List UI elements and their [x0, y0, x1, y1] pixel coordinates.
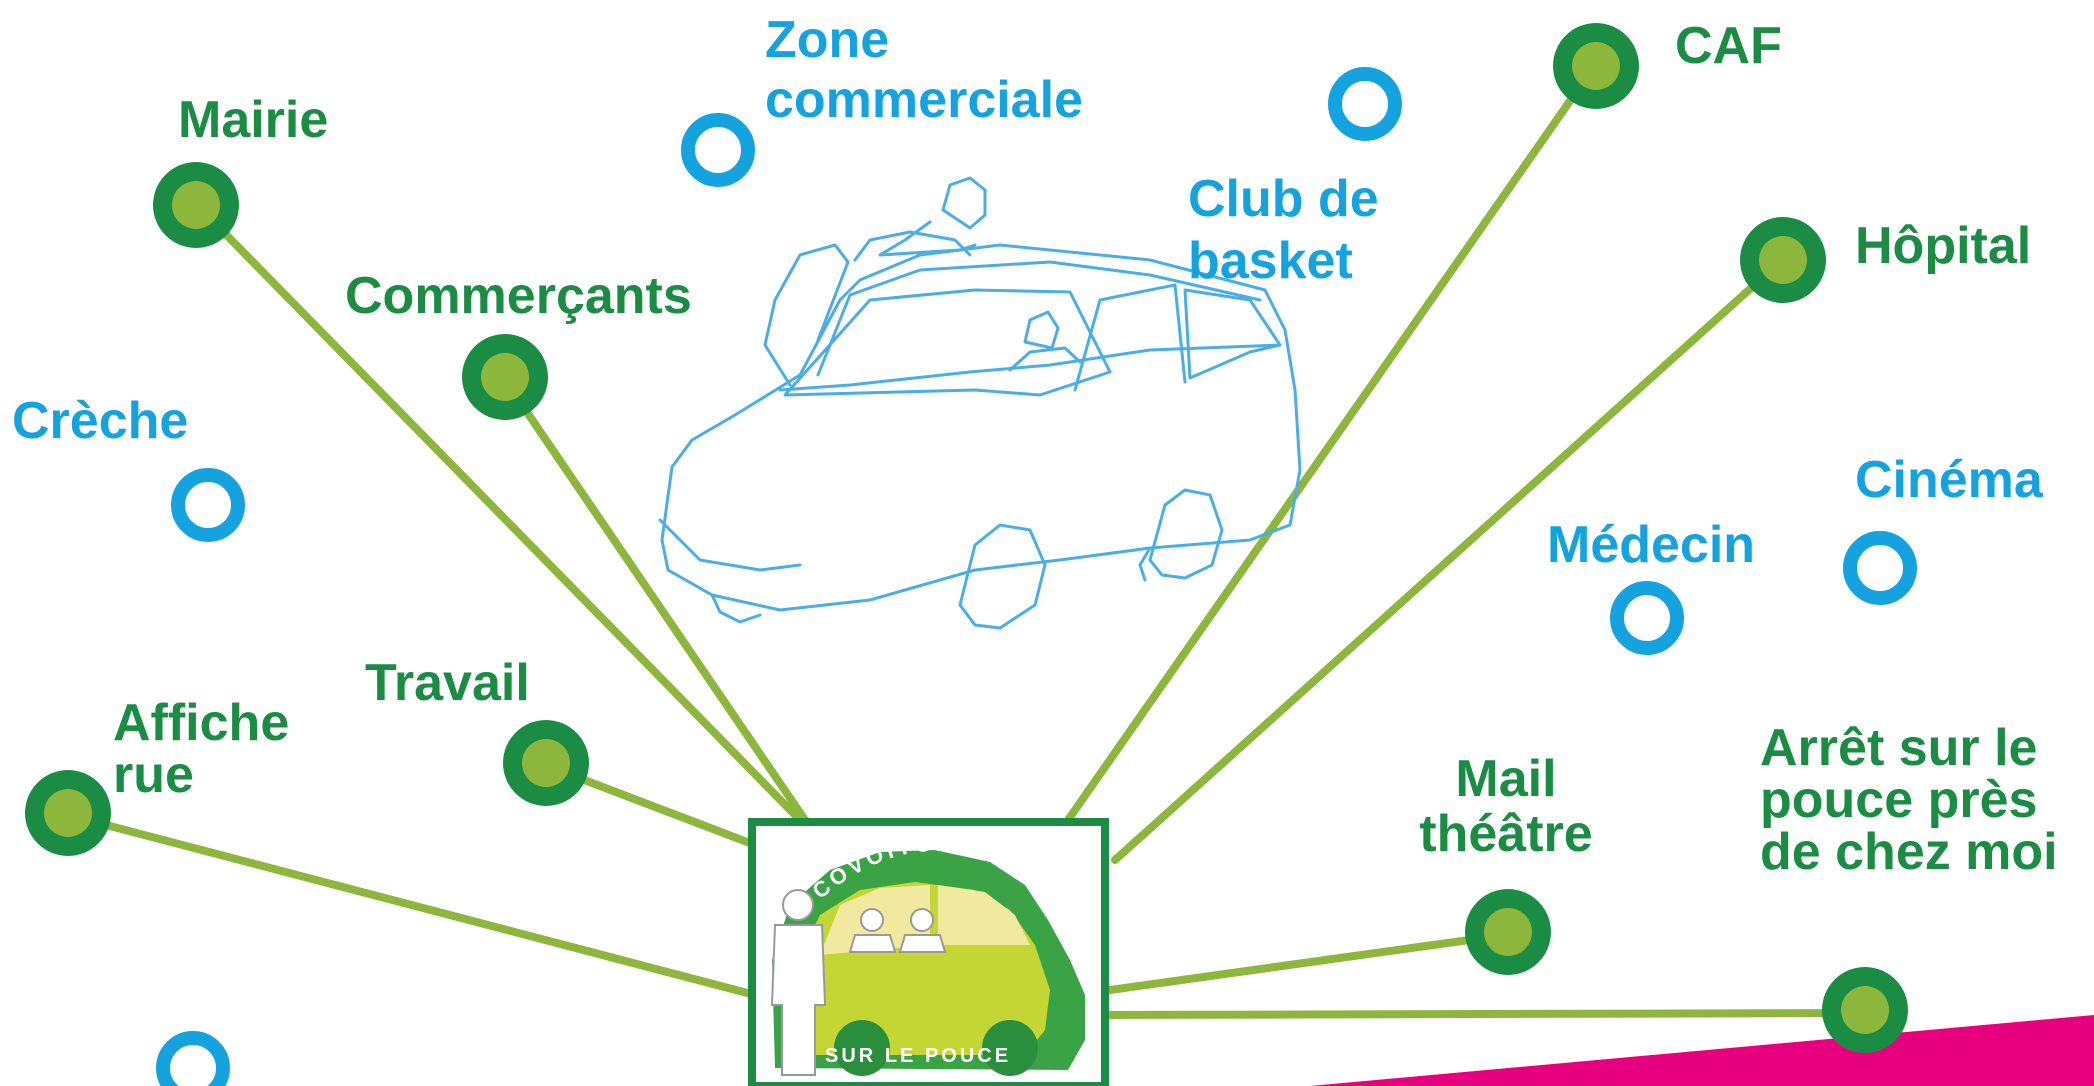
label-zone-commerciale: Zone commerciale	[765, 11, 1083, 129]
line-arret	[1106, 1009, 1869, 1019]
label-hopital: Hôpital	[1855, 217, 2032, 275]
marker-zone	[681, 113, 755, 187]
label-caf: CAF	[1675, 17, 1782, 75]
marker-cinema	[1843, 531, 1917, 605]
label-mail-theatre: Mail théâtre	[1419, 750, 1593, 863]
label-mairie: Mairie	[178, 91, 329, 149]
marker-hopital	[1740, 217, 1826, 303]
marker-caf	[1553, 23, 1639, 109]
label-creche: Crèche	[12, 392, 189, 450]
svg-text:SUR LE POUCE: SUR LE POUCE	[825, 1045, 1011, 1067]
line-mail	[1106, 931, 1509, 994]
line-caf	[1064, 64, 1597, 824]
label-arret-sur-le-pouce: Arrêt sur le pouce près de chez moi	[1760, 719, 2058, 881]
marker-medecin	[1610, 581, 1684, 655]
line-commercants	[501, 376, 809, 824]
green-markers	[25, 23, 1908, 1053]
magenta-corner-swoosh	[1310, 1015, 2094, 1086]
car-sketch	[658, 176, 1302, 630]
marker-mairie	[153, 162, 239, 248]
line-hopital	[1111, 258, 1784, 864]
marker-commercants	[462, 334, 548, 420]
marker-travail	[503, 720, 589, 806]
marker-affiche	[25, 770, 111, 856]
label-medecin: Médecin	[1547, 516, 1756, 574]
label-travail: Travail	[365, 654, 530, 712]
hub-logo: COVOITURONS SUR LE POUCE	[748, 818, 1109, 1086]
line-affiche	[64, 811, 759, 999]
logo-bottom-text: SUR LE POUCE	[825, 1045, 1008, 1067]
marker-mail	[1465, 889, 1551, 975]
line-mairie	[196, 204, 804, 824]
marker-bottom	[156, 1031, 230, 1086]
marker-creche	[171, 468, 245, 542]
label-commercants: Commerçants	[345, 267, 692, 325]
marker-club	[1328, 67, 1402, 141]
label-club-de-basket: Club de basket	[1188, 170, 1379, 290]
marker-arret	[1822, 967, 1908, 1053]
label-affiche-rue: Affiche rue	[113, 694, 290, 804]
blue-markers	[156, 67, 1917, 1086]
label-cinema: Cinéma	[1855, 451, 2043, 509]
